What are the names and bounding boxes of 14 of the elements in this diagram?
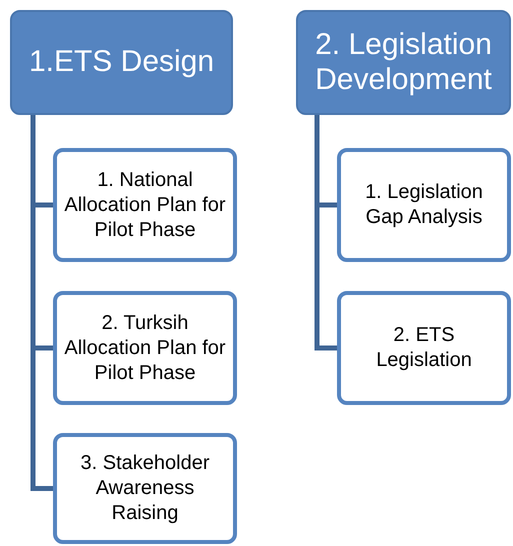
task-box <box>53 291 237 405</box>
box-label: 2. Legislation Development <box>314 28 493 97</box>
category-box <box>296 10 511 115</box>
task-box <box>337 291 511 405</box>
box-label: 2. Turksih Allocation Plan for Pilot Phase <box>63 310 227 386</box>
task-box <box>337 148 511 262</box>
box-label: 1.ETS Design <box>28 45 214 80</box>
box-label: 1. Legislation Gap Analysis <box>364 180 484 230</box>
box-label: 1. National Allocation Plan for Pilot Phase <box>63 168 227 242</box>
box-label: 2. ETS Legislation <box>375 323 473 373</box>
task-box <box>53 433 237 544</box>
category-box <box>10 10 233 115</box>
box-label: 3. Stakeholder Awareness Raising <box>80 451 210 526</box>
task-box <box>53 148 237 262</box>
